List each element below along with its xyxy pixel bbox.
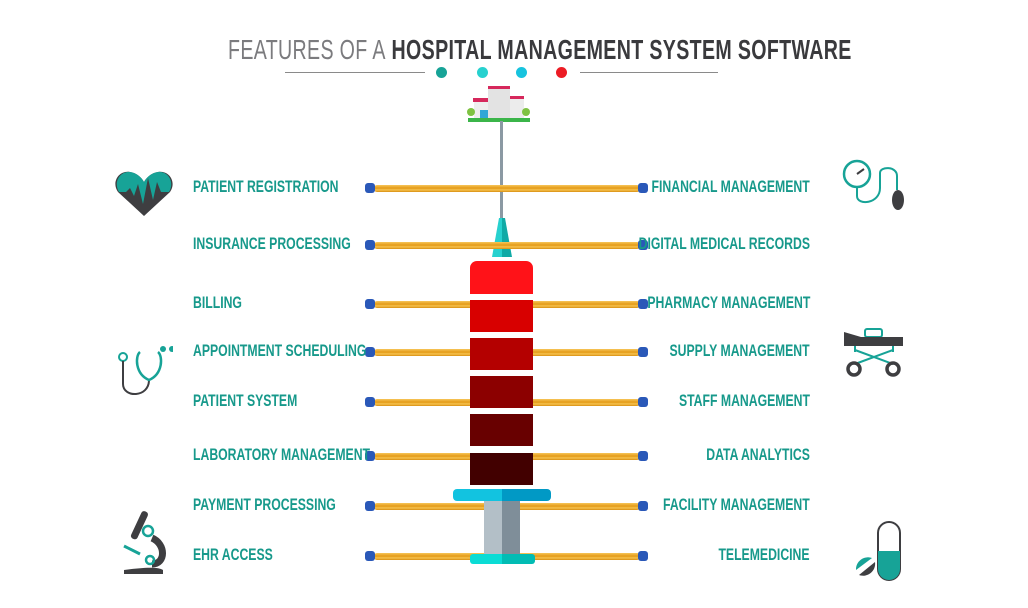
syringe-plunger-cap: [470, 554, 503, 564]
stretcher-icon: [844, 328, 903, 377]
feature-label-right: FINANCIAL MANAGEMENT: [651, 177, 810, 196]
title-dot: [516, 67, 527, 78]
rod-end-left: [365, 501, 375, 511]
stethoscope-icon: [118, 346, 173, 395]
syringe-flange-shade: [502, 489, 551, 501]
syringe-plunger-shade: [502, 501, 520, 554]
rod-end-right: [638, 397, 648, 407]
title-divider-right: [580, 72, 718, 73]
feature-label-left: BILLING: [193, 293, 242, 312]
feature-label-right: DATA ANALYTICS: [706, 445, 810, 464]
heartbeat-icon: [115, 171, 173, 216]
rod-end-left: [365, 183, 375, 193]
syringe-plunger-cap-shade: [502, 554, 535, 564]
feature-label-right: STAFF MANAGEMENT: [678, 391, 810, 410]
feature-label-left: PATIENT SYSTEM: [193, 391, 298, 410]
connector-rod: [374, 242, 640, 249]
pills-icon: [855, 521, 901, 581]
feature-label-left: PATIENT REGISTRATION: [193, 177, 339, 196]
syringe-needle: [500, 121, 503, 221]
title-light: FEATURES OF A: [228, 34, 386, 65]
rod-end-left: [365, 451, 375, 461]
rod-end-left: [365, 551, 375, 561]
title-divider-left: [285, 72, 425, 73]
syringe-flange: [453, 489, 503, 501]
feature-label-right: TELEMEDICINE: [718, 545, 810, 564]
title-dot: [556, 67, 567, 78]
title-dark: HOSPITAL MANAGEMENT SYSTEM SOFTWARE: [391, 34, 852, 65]
rod-end-right: [638, 347, 648, 357]
feature-label-right: FACILITY MANAGEMENT: [663, 495, 810, 514]
rod-end-left: [365, 397, 375, 407]
rod-end-right: [638, 299, 648, 309]
feature-label-right: PHARMACY MANAGEMENT: [647, 293, 810, 312]
rod-end-right: [638, 451, 648, 461]
syringe-tip: [492, 218, 512, 257]
rod-end-right: [638, 240, 648, 250]
feature-label-right: SUPPLY MANAGEMENT: [669, 341, 810, 360]
syringe-plunger: [484, 501, 502, 554]
syringe-barrel-segment: [470, 414, 533, 446]
page-title: FEATURES OF A HOSPITAL MANAGEMENT SYSTEM…: [228, 34, 851, 66]
title-dot: [477, 67, 488, 78]
blood-pressure-gauge-icon: [842, 159, 904, 210]
feature-label-left: EHR ACCESS: [193, 545, 273, 564]
connector-rod: [374, 185, 640, 192]
syringe-barrel-segment: [470, 261, 533, 294]
syringe-barrel-segment: [470, 453, 533, 485]
rod-end-left: [365, 299, 375, 309]
rod-end-right: [638, 183, 648, 193]
syringe-barrel-segment: [470, 338, 533, 370]
feature-label-left: INSURANCE PROCESSING: [193, 234, 351, 253]
feature-label-left: LABORATORY MANAGEMENT: [193, 445, 371, 464]
feature-label-left: APPOINTMENT SCHEDULING: [193, 341, 367, 360]
syringe-barrel-segment: [470, 376, 533, 408]
rod-end-right: [638, 551, 648, 561]
hospital-icon: [467, 86, 530, 122]
syringe-barrel-segment: [470, 300, 533, 332]
feature-label-left: PAYMENT PROCESSING: [193, 495, 336, 514]
microscope-icon: [123, 511, 166, 574]
title-dot: [436, 67, 447, 78]
rod-end-left: [365, 347, 375, 357]
rod-end-left: [365, 240, 375, 250]
rod-end-right: [638, 501, 648, 511]
feature-label-right: DIGITAL MEDICAL RECORDS: [638, 234, 810, 253]
